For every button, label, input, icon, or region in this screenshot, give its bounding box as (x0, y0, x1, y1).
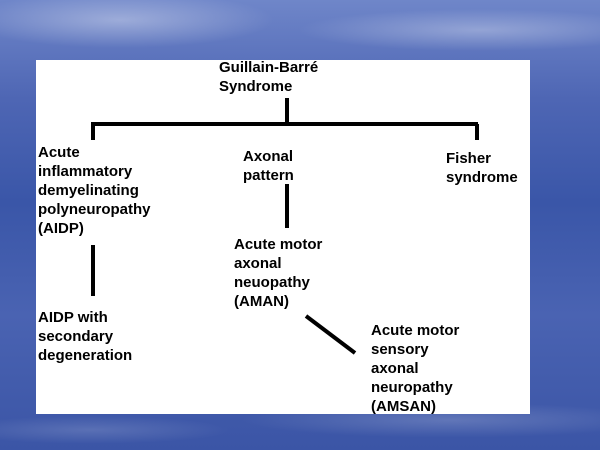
node-aidp: Acute inflammatory demyelinating polyneu… (38, 144, 151, 237)
node-guillain-barre: Guillain-Barré Syndrome (219, 59, 319, 95)
aman-to-amsan-line (304, 314, 357, 355)
node-axonal-pattern: Axonal pattern (243, 148, 294, 184)
node-aidp-secondary-degeneration: AIDP with secondary degeneration (38, 309, 133, 364)
diagram-panel (36, 60, 530, 414)
node-fisher-syndrome: Fisher syndrome (446, 150, 518, 186)
node-amsan: Acute motor sensory axonal neuropathy (A… (371, 322, 460, 415)
node-aman: Acute motor axonal neuopathy (AMAN) (234, 236, 323, 310)
